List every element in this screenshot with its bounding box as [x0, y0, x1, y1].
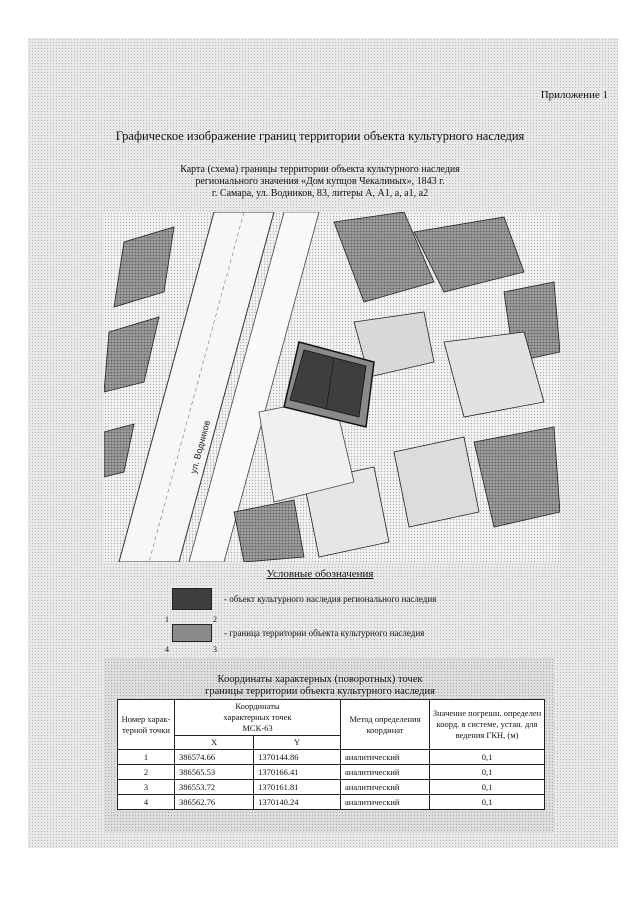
header-coordinates-line-2: характерных точек [223, 712, 292, 722]
legend-item-boundary: - граница территории объекта культурного… [172, 624, 424, 642]
cell-number: 1 [117, 749, 175, 765]
corner-label-1: 1 [165, 615, 169, 624]
header-number: Номер харак-терной точки [117, 699, 175, 750]
building [413, 216, 525, 293]
cell-accuracy: 0,1 [429, 794, 545, 810]
cell-accuracy: 0,1 [429, 779, 545, 795]
header-x: X [173, 735, 255, 750]
table-row: 3 386553.72 1370161.81 аналитический 0,1 [117, 779, 545, 795]
table-row: 4 386562.76 1370140.24 аналитический 0,1 [117, 794, 545, 810]
cell-number: 4 [117, 794, 175, 810]
coordinates-table: Номер харак-терной точки Координаты хара… [117, 699, 545, 810]
map-title-line-3: г. Самара, ул. Водников, 83, литеры А, А… [211, 188, 429, 199]
building [443, 331, 545, 418]
heritage-object [289, 349, 367, 418]
building [233, 499, 305, 562]
legend-title: Условные обозначения [266, 568, 374, 580]
header-coordinates: Координаты характерных точек МСК-63 [174, 699, 341, 736]
cell-accuracy: 0,1 [429, 764, 545, 780]
object-swatch [172, 588, 212, 610]
coordinates-title: Координаты характерных (поворотных) точе… [0, 674, 640, 698]
legend-item-object: - объект культурного наследия региональн… [172, 588, 436, 610]
corner-label-4: 4 [165, 645, 169, 654]
cell-x: 386562.76 [173, 794, 255, 810]
legend-boundary-label: - граница территории объекта культурного… [224, 628, 425, 638]
corner-label-2: 2 [213, 615, 217, 624]
building [104, 316, 160, 393]
street-centerline [148, 212, 245, 562]
building [393, 436, 480, 528]
coordinates-title-line-2: границы территории объекта культурного н… [205, 686, 435, 697]
map-title-line-1: Карта (схема) границы территории объекта… [180, 164, 460, 175]
cadastral-map: ул. Водников [104, 212, 560, 562]
cell-x: 386565.53 [173, 764, 255, 780]
cell-y: 1370140.24 [253, 794, 341, 810]
cell-method: аналитический [340, 764, 430, 780]
header-coordinates-line-3: МСК-63 [242, 723, 273, 733]
building [333, 212, 435, 303]
cell-y: 1370144.86 [253, 749, 341, 765]
cell-method: аналитический [340, 749, 430, 765]
cell-method: аналитический [340, 794, 430, 810]
page-title: Графическое изображение границ территори… [115, 129, 525, 143]
cell-x: 386553.72 [173, 779, 255, 795]
header-method: Метод определения координат [340, 699, 430, 750]
cell-method: аналитический [340, 779, 430, 795]
boundary-swatch [172, 624, 212, 642]
map-title: Карта (схема) границы территории объекта… [140, 164, 500, 200]
appendix-label: Приложение 1 [540, 89, 608, 101]
map-drawing: ул. Водников [104, 212, 560, 562]
cell-number: 3 [117, 779, 175, 795]
coordinates-title-line-1: Координаты характерных (поворотных) точе… [217, 674, 423, 685]
cell-number: 2 [117, 764, 175, 780]
table-row: 2 386565.53 1370166.41 аналитический 0,1 [117, 764, 545, 780]
building-divider [325, 357, 335, 411]
building [104, 423, 135, 478]
building [473, 426, 560, 528]
table-header-row: Номер харак-терной точки Координаты хара… [117, 699, 545, 750]
header-accuracy: Значение погрешн. определен коорд. в сис… [429, 699, 545, 750]
map-title-line-2: регионального значения «Дом купцов Чекал… [195, 176, 445, 187]
corner-label-3: 3 [213, 645, 217, 654]
header-y: Y [253, 735, 341, 750]
cell-y: 1370166.41 [253, 764, 341, 780]
cell-y: 1370161.81 [253, 779, 341, 795]
table-row: 1 386574.66 1370144.86 аналитический 0,1 [117, 749, 545, 765]
header-coordinates-line-1: Координаты [235, 701, 280, 711]
building [113, 226, 175, 308]
legend-object-label: - объект культурного наследия региональн… [224, 594, 437, 604]
cell-accuracy: 0,1 [429, 749, 545, 765]
cell-x: 386574.66 [173, 749, 255, 765]
street-vodnikov [118, 212, 275, 562]
side-road [188, 212, 320, 562]
